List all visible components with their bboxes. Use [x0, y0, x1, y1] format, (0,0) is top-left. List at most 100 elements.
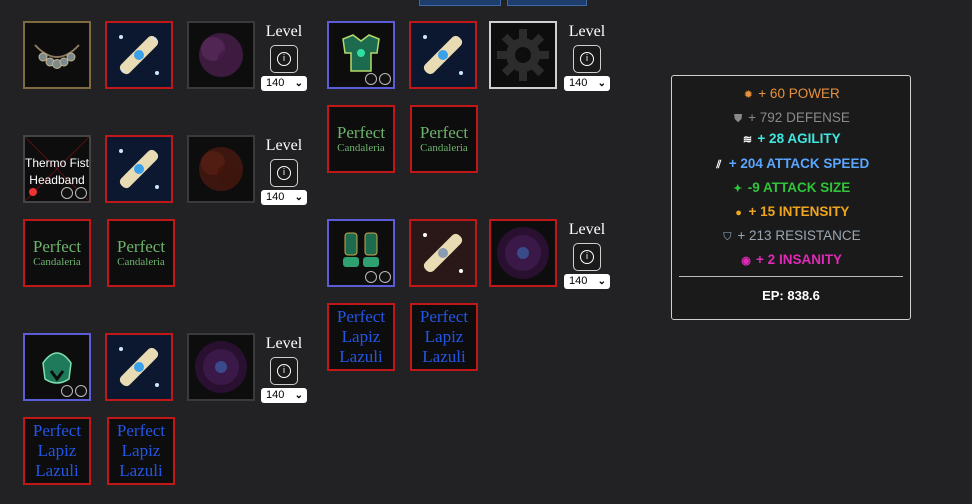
- armor-icon: [342, 34, 380, 72]
- gem-name-line3: Lazuli: [119, 461, 163, 480]
- info-button[interactable]: i: [270, 159, 298, 187]
- scroll-icon: [107, 137, 171, 201]
- level-select[interactable]: 140 ⌄: [261, 190, 307, 205]
- gem-name-line1: Perfect: [116, 236, 166, 256]
- gem-name-line2: Lapiz: [424, 327, 464, 346]
- stat-attack-size-text: -9 ATTACK SIZE: [747, 180, 851, 195]
- orb-rune-slot[interactable]: [489, 219, 557, 287]
- scroll-slot[interactable]: [105, 21, 173, 89]
- info-button[interactable]: i: [573, 243, 601, 271]
- stat-insanity-text: + 2 INSANITY: [756, 252, 842, 267]
- socket-icon: [379, 73, 391, 85]
- level-select[interactable]: 140⌄: [564, 76, 610, 91]
- speed-icon: ⫽: [716, 159, 722, 171]
- info-button[interactable]: i: [573, 45, 601, 73]
- info-icon: i: [277, 166, 291, 180]
- scroll-slot[interactable]: [105, 333, 173, 401]
- socket-icon: [379, 271, 391, 283]
- gem-name-line2: Candaleria: [420, 141, 468, 154]
- red-cloud-icon: [199, 147, 243, 191]
- chevron-down-icon: ⌄: [294, 192, 303, 203]
- chevron-down-icon: ⌄: [294, 78, 303, 89]
- socket-icon: [75, 385, 87, 397]
- purple-rune-slot[interactable]: [187, 21, 255, 89]
- level-value: 140: [266, 77, 285, 89]
- orb-rune-slot[interactable]: [187, 333, 255, 401]
- top-tab-button-2[interactable]: [507, 0, 587, 6]
- gem-name-line1: Perfect: [419, 122, 469, 142]
- scroll-slot[interactable]: [409, 21, 477, 89]
- intensity-icon: ●: [735, 207, 742, 219]
- chevron-down-icon: ⌄: [597, 276, 606, 287]
- socket-icon: [75, 187, 87, 199]
- socket-icon: [365, 73, 377, 85]
- gem-name-line1: Perfect: [336, 307, 386, 326]
- gem-name-line2: Lapiz: [37, 441, 77, 460]
- stat-attack-speed: ⫽ + 204 ATTACK SPEED: [672, 156, 910, 172]
- red-rune-slot[interactable]: [187, 135, 255, 203]
- gauntlets-slot[interactable]: [327, 219, 395, 287]
- level-value: 140: [569, 275, 588, 287]
- level-label: Level: [568, 221, 606, 238]
- info-icon: i: [277, 52, 291, 66]
- dark-orb-icon: [497, 227, 549, 279]
- thermo-headband-slot[interactable]: Thermo Fist Headband: [23, 135, 91, 203]
- gem-name-line2: Candaleria: [117, 255, 165, 268]
- gem-name-line2: Candaleria: [337, 141, 385, 154]
- stats-divider: [679, 276, 903, 277]
- necklace-slot[interactable]: [23, 21, 91, 89]
- stat-attack-size: ✦-9 ATTACK SIZE: [672, 180, 910, 195]
- stat-intensity: ● + 15 INTENSITY: [672, 204, 910, 219]
- stat-agility-text: + 28 AGILITY: [757, 131, 841, 146]
- level-select[interactable]: 140 ⌄: [261, 76, 307, 91]
- level-value: 140: [266, 191, 285, 203]
- scroll-slot[interactable]: [409, 219, 477, 287]
- sun-icon: ✹: [743, 89, 753, 101]
- level-select[interactable]: 140 ⌄: [564, 274, 610, 289]
- necklace-icon: [34, 44, 80, 69]
- socket-icon: [365, 271, 377, 283]
- gear-icon: [497, 29, 549, 81]
- level-value: 140: [266, 389, 285, 401]
- armor-slot[interactable]: [327, 21, 395, 89]
- socket-icon: [61, 187, 73, 199]
- gem-name-line1: Perfect: [32, 421, 82, 440]
- level-value: 140: [569, 77, 588, 89]
- scroll-slot[interactable]: [105, 135, 173, 203]
- dark-orb-icon: [195, 341, 247, 393]
- stat-resistance: ⛉+ 213 RESISTANCE: [672, 228, 910, 244]
- empty-rune-slot[interactable]: [489, 21, 557, 89]
- status-dot-icon: [29, 188, 37, 196]
- purple-cloud-icon: [199, 33, 243, 77]
- top-tab-button-1[interactable]: [419, 0, 501, 6]
- thermo-headband-label: Thermo Fist Headband: [25, 156, 90, 187]
- info-button[interactable]: i: [270, 357, 298, 385]
- scroll-icon: [411, 221, 475, 285]
- level-select[interactable]: 140 ⌄: [261, 388, 307, 403]
- chevron-down-icon: ⌄: [294, 390, 303, 401]
- stat-intensity-text: + 15 INTENSITY: [748, 204, 850, 219]
- info-icon: i: [580, 52, 594, 66]
- ep-value: EP: 838.6: [762, 288, 820, 303]
- wind-icon: ≋: [742, 134, 753, 146]
- eye-icon: ◉: [741, 255, 751, 267]
- stat-attack-speed-text: + 204 ATTACK SPEED: [728, 156, 870, 171]
- level-label: Level: [265, 23, 303, 40]
- level-control-3: Level i 140 ⌄: [260, 335, 308, 403]
- stat-resistance-text: + 213 RESISTANCE: [737, 228, 861, 243]
- gem-name-line2: Lapiz: [341, 327, 381, 346]
- level-label: Level: [265, 335, 303, 352]
- gem-name-line1: Perfect: [419, 307, 469, 326]
- stat-agility: ≋ + 28 AGILITY: [672, 131, 910, 146]
- helmet-slot[interactable]: [23, 333, 91, 401]
- info-button[interactable]: i: [270, 45, 298, 73]
- level-control-4: Level i 140⌄: [563, 23, 611, 91]
